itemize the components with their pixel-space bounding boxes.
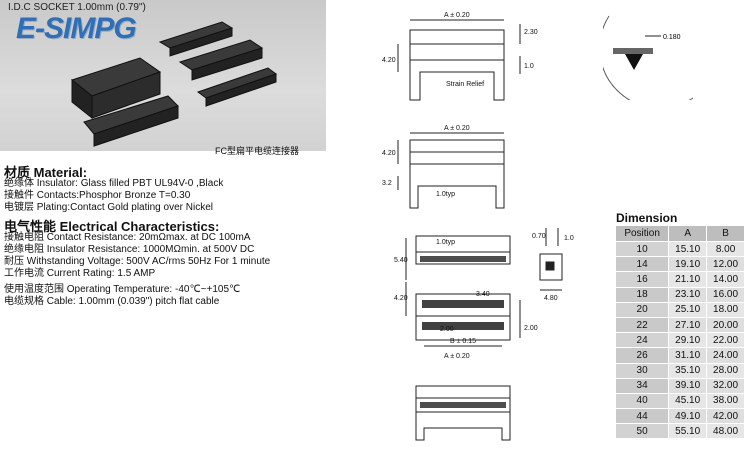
- cell-b: 8.00: [706, 240, 745, 258]
- dim-230: 2.30: [524, 29, 538, 36]
- brand-logo: E-SIMPG: [16, 12, 137, 45]
- cell-b: 14.00: [706, 271, 745, 288]
- dimension-title: Dimension: [616, 211, 678, 225]
- cell-a: 49.10: [668, 408, 708, 425]
- cell-position: 34: [614, 377, 670, 394]
- material-heading: 材质 Material:: [4, 165, 88, 180]
- operating-temperature: 使用温度范围 Operating Temperature: -40℃~+105℃: [4, 284, 241, 295]
- cable-spec: 电缆规格 Cable: 1.00mm (0.039") pitch flat c…: [4, 296, 220, 307]
- dim-a-mid: A ± 0.20: [444, 125, 470, 132]
- photo-title: I.D.C SOCKET 1.00mm (0.79"): [8, 2, 146, 13]
- dim-typ1: 1.0typ: [436, 191, 455, 198]
- cell-b: 18.00: [706, 301, 745, 318]
- contact-detail-view: 0.180: [603, 15, 694, 100]
- dim-070: 0.70: [532, 233, 546, 240]
- cell-b: 22.00: [706, 332, 745, 349]
- dim-32: 3.2: [382, 180, 392, 187]
- dim-a-front: A ± 0.20: [444, 353, 470, 360]
- dim-420-mid: 4.20: [382, 150, 396, 157]
- dim-10-top: 1.0: [524, 63, 534, 70]
- cell-position: 10: [614, 240, 670, 258]
- dim-b: B ± 0.15: [450, 338, 476, 345]
- cell-a: 15.10: [668, 240, 708, 258]
- cell-position: 14: [614, 256, 670, 273]
- cell-position: 24: [614, 332, 670, 349]
- dim-540: 5.40: [394, 257, 408, 264]
- cell-b: 32.00: [706, 377, 745, 394]
- strain-relief-label: Strain Relief: [446, 81, 484, 88]
- cell-a: 23.10: [668, 286, 708, 303]
- cell-b: 16.00: [706, 286, 745, 303]
- cell-a: 55.10: [668, 423, 708, 440]
- cell-a: 45.10: [668, 392, 708, 410]
- connector-photo-illustration: [70, 21, 278, 147]
- cell-b: 42.00: [706, 408, 745, 425]
- cell-b: 24.00: [706, 347, 745, 364]
- cell-position: 44: [614, 408, 670, 425]
- insulator-resistance: 绝缘电阻 Insulator Resistance: 1000MΩmin. at…: [4, 244, 255, 255]
- dim-340: 3.40: [476, 291, 490, 298]
- electrical-heading: 电气性能 Electrical Characteristics:: [4, 219, 220, 234]
- cell-position: 18: [614, 286, 670, 303]
- dim-420-front: 4.20: [394, 295, 408, 302]
- cell-position: 30: [614, 362, 670, 379]
- col-b: B: [706, 225, 745, 242]
- cell-b: 12.00: [706, 256, 745, 273]
- contact-resistance: 接触电阻 Contact Resistance: 20mΩmax. at DC …: [4, 232, 251, 243]
- product-photo: [0, 0, 326, 151]
- cell-b: 38.00: [706, 392, 745, 410]
- cell-a: 27.10: [668, 316, 708, 334]
- material-plating: 电镀层 Plating:Contact Gold plating over Ni…: [4, 202, 213, 213]
- detail-dimension: 0.180: [663, 34, 681, 41]
- dim-480: 4.80: [544, 295, 558, 302]
- cell-b: 48.00: [706, 423, 745, 440]
- dim-200-w: 2.00: [440, 326, 454, 333]
- cell-b: 28.00: [706, 362, 745, 379]
- cell-a: 21.10: [668, 271, 708, 288]
- withstanding-voltage: 耐压 Withstanding Voltage: 500V AC/rms 50H…: [4, 256, 271, 267]
- cell-position: 26: [614, 347, 670, 364]
- dim-10-side: 1.0: [564, 235, 574, 242]
- material-insulator: 绝缘体 Insulator: Glass filled PBT UL94V-0 …: [4, 178, 224, 189]
- cell-position: 20: [614, 301, 670, 318]
- cell-a: 25.10: [668, 301, 708, 318]
- cell-a: 39.10: [668, 377, 708, 394]
- cell-a: 19.10: [668, 256, 708, 273]
- cell-position: 22: [614, 316, 670, 334]
- material-contacts: 接触件 Contacts:Phosphor Bronze T=0.30: [4, 190, 191, 201]
- cell-position: 16: [614, 271, 670, 288]
- col-position: Position: [614, 225, 670, 242]
- cell-position: 40: [614, 392, 670, 410]
- dim-a-top: A ± 0.20: [444, 12, 470, 19]
- cell-position: 50: [614, 423, 670, 440]
- technical-drawing: A ± 0.20 2.30 4.20 1.0 Strain Relief A ±…: [382, 12, 574, 441]
- dim-200-h: 2.00: [524, 325, 538, 332]
- dim-typ2: 1.0typ: [436, 239, 455, 246]
- cell-a: 35.10: [668, 362, 708, 379]
- current-rating: 工作电流 Current Rating: 1.5 AMP: [4, 268, 156, 279]
- dim-420: 4.20: [382, 57, 396, 64]
- cell-a: 29.10: [668, 332, 708, 349]
- cell-a: 31.10: [668, 347, 708, 364]
- cell-b: 20.00: [706, 316, 745, 334]
- col-a: A: [668, 225, 708, 242]
- photo-caption: FC型扁平电缆连接器: [215, 146, 299, 156]
